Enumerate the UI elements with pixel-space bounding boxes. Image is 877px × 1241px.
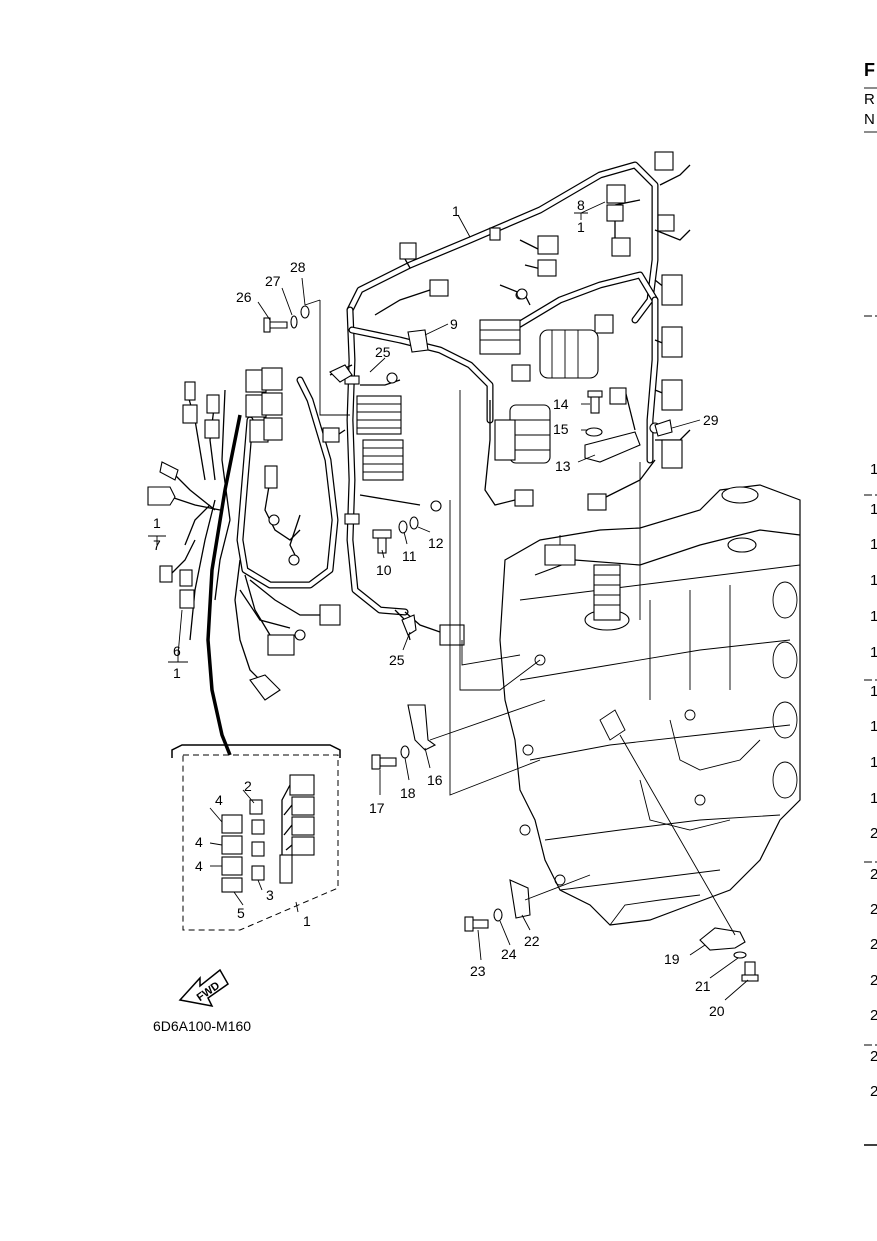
callout-7: 7 xyxy=(153,537,161,553)
leader-lines xyxy=(148,201,749,1001)
edge-digit: 2 xyxy=(870,1083,877,1100)
edge-header-n: N xyxy=(864,111,875,128)
callout-19: 19 xyxy=(664,951,680,967)
callout-6: 6 xyxy=(173,643,181,659)
edge-digit: 1 xyxy=(870,754,877,771)
callout-labels: 1 8 1 28 27 26 9 25 14 15 29 13 12 11 10… xyxy=(153,197,725,1019)
right-edge-strip xyxy=(864,87,877,1146)
edge-digit: 2 xyxy=(870,936,877,953)
edge-header-f: F xyxy=(864,60,875,80)
edge-digit: 2 xyxy=(870,825,877,842)
callout-5: 5 xyxy=(237,905,245,921)
callout-11: 11 xyxy=(402,548,417,564)
callout-16: 16 xyxy=(427,772,443,788)
edge-digit: 1 xyxy=(870,718,877,735)
callout-8: 8 xyxy=(577,197,585,213)
callout-15: 15 xyxy=(553,421,569,437)
fwd-arrow-icon: FWD xyxy=(178,968,229,1008)
callout-18: 18 xyxy=(400,785,416,801)
engine-block xyxy=(499,484,801,926)
wire-harness xyxy=(164,161,691,756)
edge-digit: 1 xyxy=(870,790,877,807)
edge-digit: 2 xyxy=(870,901,877,918)
callout-3: 3 xyxy=(266,887,274,903)
edge-digit: 1 xyxy=(870,461,877,478)
callout-9: 9 xyxy=(450,316,458,332)
callout-6-sub: 1 xyxy=(173,665,181,681)
callout-28: 28 xyxy=(290,259,306,275)
callout-14: 14 xyxy=(553,396,569,412)
edge-digit: 1 xyxy=(870,683,877,700)
edge-digit: 1 xyxy=(870,501,877,518)
figure-code: 6D6A100-M160 xyxy=(153,1018,251,1034)
connectors xyxy=(147,151,683,701)
callout-20: 20 xyxy=(709,1003,725,1019)
detail-inset xyxy=(171,744,341,931)
callout-12: 12 xyxy=(428,535,444,551)
callout-7-top: 1 xyxy=(153,515,161,531)
callout-13: 13 xyxy=(555,458,571,474)
callout-27: 27 xyxy=(265,273,281,289)
callout-1-inset: 1 xyxy=(303,913,311,929)
edge-digit: 1 xyxy=(870,644,877,661)
callout-21: 21 xyxy=(695,978,711,994)
edge-digit: 2 xyxy=(870,972,877,989)
callout-23: 23 xyxy=(470,963,486,979)
callout-4-b: 4 xyxy=(195,834,203,850)
callout-10: 10 xyxy=(376,562,392,578)
hardware xyxy=(263,305,759,982)
right-edge-text: F R N 1 1 1 1 1 1 1 1 1 1 2 2 2 2 2 2 2 … xyxy=(864,60,877,1100)
edge-digit: 2 xyxy=(870,1048,877,1065)
callout-25: 25 xyxy=(375,344,391,360)
edge-digit: 1 xyxy=(870,572,877,589)
edge-digit: 2 xyxy=(870,866,877,883)
edge-digit: 1 xyxy=(870,608,877,625)
callout-8-sub: 1 xyxy=(577,219,585,235)
callout-2: 2 xyxy=(244,778,252,794)
callout-29: 29 xyxy=(703,412,719,428)
edge-header-r: R xyxy=(864,91,875,108)
callout-4-c: 4 xyxy=(195,858,203,874)
callout-24: 24 xyxy=(501,946,517,962)
callout-4-a: 4 xyxy=(215,792,223,808)
callout-25-lower: 25 xyxy=(389,652,405,668)
edge-digit: 2 xyxy=(870,1007,877,1024)
edge-digit: 1 xyxy=(870,536,877,553)
callout-1: 1 xyxy=(452,203,460,219)
callout-17: 17 xyxy=(369,800,385,816)
callout-22: 22 xyxy=(524,933,540,949)
callout-26: 26 xyxy=(236,289,252,305)
